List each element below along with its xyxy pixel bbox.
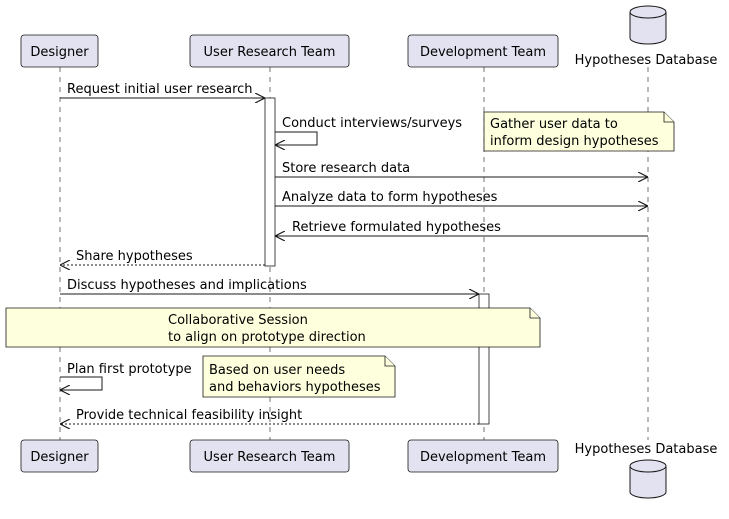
message-label: Store research data — [282, 161, 410, 176]
message-label: Request initial user research — [67, 82, 253, 97]
participant-designer-top: Designer — [20, 34, 99, 68]
note-line: Based on user needs — [209, 363, 345, 378]
message-label: Plan first prototype — [67, 362, 192, 377]
participant-label: Hypotheses Database — [575, 442, 718, 457]
message-label: Share hypotheses — [76, 249, 193, 264]
message-plan-first-prototype: Plan first prototype — [60, 362, 192, 390]
participant-label: User Research Team — [204, 45, 336, 60]
message-request-initial-user-research: Request initial user research — [60, 82, 264, 98]
participant-hypotheses-database-bottom: Hypotheses Database — [575, 442, 718, 499]
participant-development-team-top: Development Team — [407, 34, 559, 68]
participant-label: Designer — [30, 450, 89, 465]
note-line: Collaborative Session — [168, 313, 308, 328]
message-provide-technical-feasibility: Provide technical feasibility insight — [61, 408, 479, 424]
participant-label: Development Team — [420, 45, 546, 60]
participant-user-research-team-bottom: User Research Team — [189, 439, 350, 473]
note-collaborative-session: Collaborative Session to align on protot… — [5, 307, 541, 348]
activation-development-team — [478, 293, 490, 425]
note-gather-user-data: Gather user data to inform design hypoth… — [483, 111, 675, 152]
note-based-on-user-needs: Based on user needs and behaviors hypoth… — [202, 355, 396, 398]
participant-label: Development Team — [420, 450, 546, 465]
participant-hypotheses-database-top: Hypotheses Database — [575, 5, 718, 68]
message-discuss-hypotheses: Discuss hypotheses and implications — [60, 278, 478, 294]
note-line: to align on prototype direction — [168, 330, 366, 345]
message-share-hypotheses: Share hypotheses — [61, 249, 265, 265]
message-store-research-data: Store research data — [275, 161, 647, 177]
message-label: Retrieve formulated hypotheses — [292, 220, 501, 235]
note-line: and behaviors hypotheses — [209, 380, 381, 395]
database-icon — [629, 5, 667, 45]
database-icon — [629, 459, 667, 499]
message-conduct-interviews-surveys: Conduct interviews/surveys — [275, 116, 462, 145]
participant-label: Hypotheses Database — [575, 53, 718, 68]
message-analyze-data: Analyze data to form hypotheses — [275, 190, 647, 206]
message-label: Conduct interviews/surveys — [282, 116, 462, 131]
note-line: inform design hypotheses — [490, 134, 659, 149]
participant-label: Designer — [30, 45, 89, 60]
message-retrieve-hypotheses: Retrieve formulated hypotheses — [276, 220, 648, 236]
note-line: Gather user data to — [490, 117, 618, 132]
participant-label: User Research Team — [204, 450, 336, 465]
participant-designer-bottom: Designer — [20, 439, 99, 473]
message-label: Analyze data to form hypotheses — [282, 190, 498, 205]
message-label: Provide technical feasibility insight — [76, 408, 302, 423]
activation-user-research-team — [264, 97, 276, 267]
participant-user-research-team-top: User Research Team — [189, 34, 350, 68]
participant-development-team-bottom: Development Team — [407, 439, 559, 473]
message-label: Discuss hypotheses and implications — [67, 278, 307, 293]
